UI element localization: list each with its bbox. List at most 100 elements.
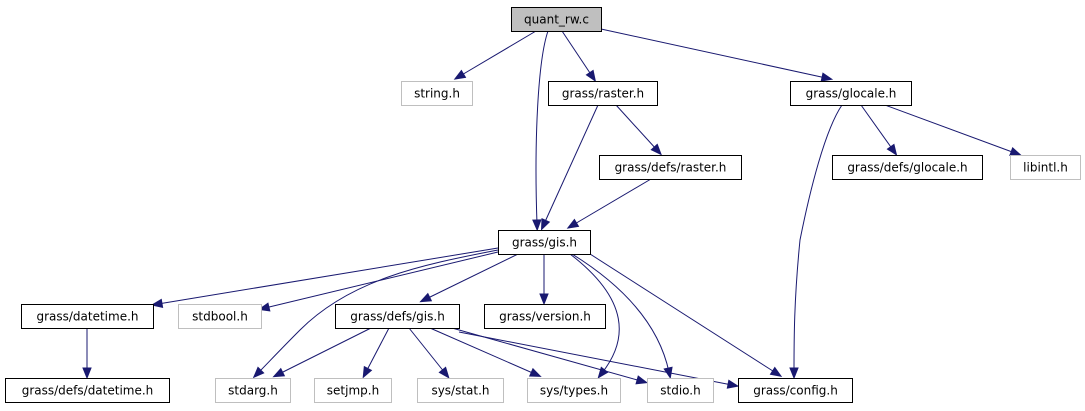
- edge-line: [157, 247, 499, 305]
- edge-gis-to-version: [539, 254, 549, 306]
- node-label: stdarg.h: [228, 384, 278, 398]
- node-sys-types: sys/types.h: [527, 378, 621, 403]
- edge-line: [264, 251, 499, 309]
- edge-defs_gis-to-setjmp: [362, 327, 390, 379]
- nodes-layer: quant_rw.c string.h grass/raster.h grass/gl…: [5, 7, 1081, 403]
- node-label: grass/defs/glocale.h: [847, 161, 967, 175]
- arrowhead-icon: [566, 218, 580, 229]
- node-libintl: libintl.h: [1010, 155, 1081, 180]
- arrowhead-icon: [532, 219, 542, 232]
- arrowhead-icon: [453, 69, 467, 80]
- edge-line: [425, 253, 519, 300]
- node-box: [417, 378, 504, 403]
- edge-quant_rw-to-gis: [532, 30, 549, 232]
- node-box: [1010, 155, 1081, 180]
- arrowhead-icon: [769, 366, 783, 377]
- edge-line: [257, 249, 499, 374]
- edge-gis-to-stdarg: [252, 249, 499, 379]
- node-glocale[interactable]: grass/glocale.h: [790, 81, 912, 106]
- node-box: [335, 304, 460, 329]
- edge-datetime-to-defs_datetime: [82, 328, 92, 380]
- edge-defs_raster-to-gis: [566, 178, 652, 229]
- node-box: [511, 7, 602, 32]
- node-string: string.h: [401, 81, 473, 106]
- arrowhead-icon: [635, 375, 649, 385]
- edge-line: [571, 253, 670, 373]
- node-config[interactable]: grass/config.h: [738, 378, 853, 403]
- node-label: grass/datetime.h: [36, 310, 138, 324]
- node-box: [401, 81, 473, 106]
- node-sys-stat: sys/stat.h: [417, 378, 504, 403]
- edge-line: [793, 104, 843, 373]
- edge-gis-to-config: [589, 253, 783, 377]
- node-label: grass/version.h: [499, 310, 591, 324]
- node-label: grass/defs/datetime.h: [22, 384, 154, 398]
- node-label: quant_rw.c: [524, 13, 589, 27]
- node-label: grass/config.h: [753, 384, 838, 398]
- edge-line: [365, 327, 390, 373]
- edge-gis-to-defs_gis: [419, 253, 519, 303]
- node-box: [738, 378, 853, 403]
- arrowhead-icon: [1009, 146, 1022, 156]
- arrowhead-icon: [726, 379, 740, 389]
- node-box: [527, 378, 621, 403]
- node-box: [484, 304, 606, 329]
- edge-defs_gis-to-config: [458, 331, 740, 389]
- node-box: [790, 81, 912, 106]
- node-label: sys/stat.h: [431, 384, 489, 398]
- arrowhead-icon: [419, 292, 433, 303]
- node-defs-glocale[interactable]: grass/defs/glocale.h: [832, 155, 983, 180]
- arrowhead-icon: [438, 366, 450, 379]
- node-label: libintl.h: [1023, 161, 1068, 175]
- edge-line: [543, 104, 599, 225]
- node-datetime[interactable]: grass/datetime.h: [21, 304, 154, 329]
- node-quant-rw: quant_rw.c: [511, 7, 602, 32]
- edge-line: [408, 327, 446, 374]
- node-label: grass/defs/gis.h: [350, 310, 445, 324]
- node-defs-gis[interactable]: grass/defs/gis.h: [335, 304, 460, 329]
- edge-raster-to-gis: [540, 104, 599, 231]
- node-gis[interactable]: grass/gis.h: [498, 230, 591, 255]
- node-box: [215, 378, 291, 403]
- edge-quant_rw-to-raster: [561, 30, 597, 83]
- node-defs-datetime[interactable]: grass/defs/datetime.h: [5, 378, 170, 403]
- edge-line: [535, 30, 549, 225]
- edge-raster-to-defs_raster: [615, 104, 662, 156]
- edge-line: [615, 104, 658, 151]
- edge-defs_gis-to-sys_types: [429, 327, 542, 377]
- arrowhead-icon: [362, 365, 373, 379]
- edge-line: [600, 28, 827, 79]
- node-label: grass/raster.h: [562, 87, 644, 101]
- node-defs-raster[interactable]: grass/defs/raster.h: [599, 155, 742, 180]
- node-box: [548, 81, 658, 106]
- node-raster[interactable]: grass/raster.h: [548, 81, 658, 106]
- node-box: [314, 378, 392, 403]
- edge-glocale-to-config: [789, 104, 843, 380]
- arrowhead-icon: [886, 143, 898, 156]
- edge-glocale-to-libintl: [884, 104, 1022, 156]
- edge-glocale-to-defs_glocale: [860, 104, 898, 156]
- node-box: [599, 155, 742, 180]
- node-label: setjmp.h: [327, 384, 379, 398]
- edges-layer: [82, 28, 1022, 389]
- edge-gis-to-datetime: [150, 247, 499, 308]
- arrowhead-icon: [252, 366, 265, 379]
- edge-quant_rw-to-glocale: [600, 28, 834, 82]
- edge-line: [572, 178, 652, 226]
- arrowhead-icon: [150, 298, 164, 308]
- edge-line: [278, 327, 372, 375]
- node-stdarg: stdarg.h: [215, 378, 291, 403]
- arrowhead-icon: [272, 367, 286, 378]
- arrowhead-icon: [585, 69, 597, 83]
- node-stdbool: stdbool.h: [178, 304, 262, 329]
- node-label: string.h: [414, 87, 460, 101]
- arrowhead-icon: [820, 72, 834, 82]
- node-setjmp: setjmp.h: [314, 378, 392, 403]
- arrowhead-icon: [528, 367, 542, 377]
- edge-line: [429, 327, 536, 375]
- node-label: sys/types.h: [540, 384, 608, 398]
- edge-quant_rw-to-string: [453, 30, 537, 80]
- arrowhead-icon: [539, 293, 549, 306]
- node-version[interactable]: grass/version.h: [484, 304, 606, 329]
- edge-line: [884, 104, 1016, 154]
